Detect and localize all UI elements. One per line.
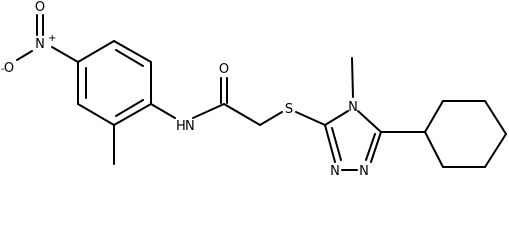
triazole-n4-label: N: [348, 100, 358, 115]
cyclohexyl-ring: [380, 100, 507, 168]
cyclohexyl-bond: [424, 100, 444, 133]
nh-to-carbonyl-bond: [192, 103, 225, 119]
ring-double-bond: [115, 99, 144, 117]
triazole-double-bond: [370, 131, 382, 163]
ring-bond: [113, 103, 152, 126]
chemical-structure: O N + O - O H N S N N N: [1, 0, 507, 179]
carbonyl-oxygen-label: O: [219, 62, 229, 77]
nitro-minus-charge-label: -: [1, 64, 5, 75]
ring-bond: [77, 40, 115, 63]
triazole-double-bond: [365, 133, 376, 161]
nitro-plus-charge-label: +: [48, 33, 56, 44]
amide-group: O H N: [150, 62, 261, 134]
triazole-ring: N N N: [324, 100, 382, 179]
sulfur-label: S: [285, 102, 293, 117]
ring-bond: [77, 103, 115, 126]
nitro-nitrogen-label: N: [35, 37, 45, 52]
thioether-linkage: S: [259, 102, 326, 126]
amide-n-label: N: [185, 119, 195, 134]
cyclohexyl-bond: [424, 131, 444, 168]
triazole-n2-label: N: [359, 164, 369, 179]
ring-to-nh-bond: [150, 103, 176, 119]
ring-bond: [113, 40, 152, 63]
ring-double-bond: [115, 49, 144, 67]
triazole-bond: [357, 110, 382, 133]
nitro-oxygen-top-label: O: [35, 0, 45, 15]
n-methyl-bond: [351, 57, 354, 98]
benzene-ring: [77, 40, 152, 126]
ch2-to-s-bond: [259, 111, 283, 126]
carbonyl-to-ch2-bond: [223, 103, 261, 126]
nitro-oxygen-minus-label: O: [4, 61, 14, 76]
nitro-n-ominus-bond: [16, 50, 33, 61]
amide-h-label: H: [176, 119, 186, 134]
triazole-double-bond: [331, 127, 342, 161]
cyclohexyl-bond: [484, 133, 507, 168]
ring-to-nitro-bond: [51, 46, 79, 63]
triazole-n1-label: N: [330, 164, 340, 179]
s-to-triazole-bond: [295, 111, 326, 126]
triazole-bond: [324, 124, 336, 163]
cyclohexyl-bond: [484, 100, 507, 135]
triazole-bond: [324, 110, 349, 126]
nitro-group: O N + O -: [1, 0, 79, 76]
